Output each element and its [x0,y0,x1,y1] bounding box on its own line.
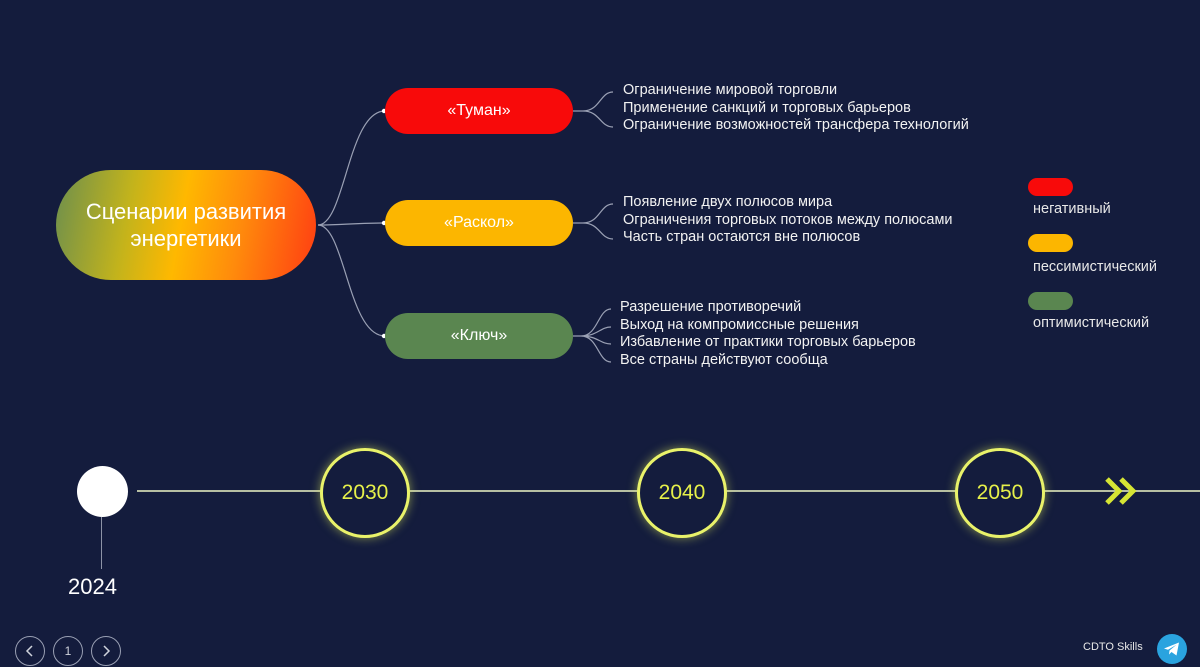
scenario-pill-klyuch: «Ключ» [385,313,573,359]
connector-tuman-to-details [573,91,614,128]
detail-item: Избавление от практики торговых барьеров [620,334,916,350]
timeline-start-year: 2024 [68,574,117,599]
scenario-pill-tuman: «Туман» [385,88,573,134]
scenario-details-tuman: Ограничение мировой торговли Применение … [623,82,969,135]
connector-raskol-to-details [573,203,614,240]
scenario-pill-raskol: «Раскол» [385,200,573,246]
timeline-milestone-2030: 2030 [320,448,410,538]
legend-label-optimistic: оптимистический [1033,315,1150,331]
root-node: Сценарии развития энергетики [56,170,316,280]
detail-item: Часть стран остаются вне полюсов [623,229,861,245]
detail-item: Ограничение возможностей трансфера техно… [623,117,969,133]
page-number-indicator[interactable]: 1 [53,636,83,666]
legend-swatch-optimistic [1028,292,1073,310]
next-page-button[interactable] [91,636,121,666]
connector-root-to-tuman [317,110,386,226]
legend-label-negative: негативный [1033,201,1111,217]
detail-item: Ограничения торговых потоков между полюс… [623,211,953,228]
legend-swatch-pessimistic [1028,234,1073,252]
root-label: Сценарии развития энергетики [85,199,287,251]
timeline-milestone-2050: 2050 [955,448,1045,538]
prev-page-button[interactable] [15,636,45,666]
connector-root-to-klyuch [317,224,386,337]
detail-item: Появление двух полюсов мира [623,194,833,210]
timeline-start-stem [101,517,102,569]
detail-item: Ограничение мировой торговли [623,82,838,98]
connector-root-to-raskol [317,222,386,226]
timeline-milestone-2040: 2040 [637,448,727,538]
chevron-right-icon [103,645,111,657]
detail-item: Разрешение противоречий [620,299,802,315]
detail-item: Все страны действуют сообща [620,351,828,368]
legend-label-pessimistic: пессимистический [1033,259,1157,275]
brand-label: CDTO Skills [1083,641,1143,653]
legend-swatch-negative [1028,178,1073,196]
double-chevron-right-icon [1105,477,1137,505]
chevron-left-icon [25,645,33,657]
timeline-start-dot [77,466,128,517]
detail-item: Применение санкций и торговых барьеров [623,99,911,116]
detail-item: Выход на компромиссные решения [620,316,859,333]
connector-klyuch-to-details [573,308,612,363]
scenario-details-klyuch: Разрешение противоречий Выход на компром… [620,299,916,369]
telegram-icon[interactable] [1157,634,1187,664]
scenario-details-raskol: Появление двух полюсов мира Ограничения … [623,194,953,247]
